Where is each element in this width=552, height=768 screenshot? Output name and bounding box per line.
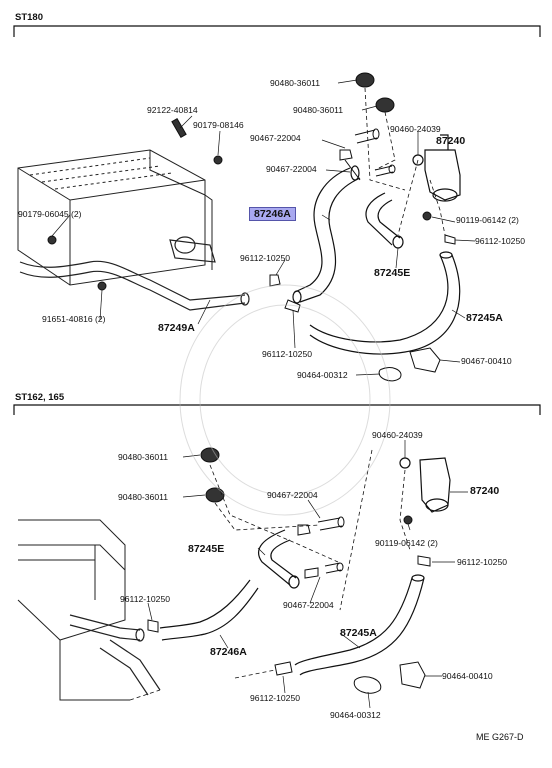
- part-label-90480-36011[interactable]: 90480-36011: [118, 492, 169, 502]
- part-label-90179-08146[interactable]: 90179-08146: [193, 120, 244, 130]
- lower-grommets: [200, 447, 225, 503]
- part-label-90460-24039[interactable]: 90460-24039: [372, 430, 423, 440]
- lower-heater-core: [17, 519, 130, 701]
- part-label-96112-10250[interactable]: 96112-10250: [120, 594, 171, 604]
- part-label-96112-10250[interactable]: 96112-10250: [457, 557, 508, 567]
- lower-leaders: [147, 440, 468, 709]
- part-label-96112-10250[interactable]: 96112-10250: [250, 693, 301, 703]
- part-label-87240[interactable]: 87240: [436, 135, 466, 147]
- section-title-st162-165: ST162, 165: [15, 392, 65, 403]
- upper-valve-87240: [412, 134, 461, 202]
- part-label-96112-10250[interactable]: 96112-10250: [475, 236, 526, 246]
- lower-valve-87240: [399, 457, 451, 513]
- part-label-90460-24039[interactable]: 90460-24039: [390, 124, 441, 134]
- part-label-90467-00410[interactable]: 90467-00410: [461, 356, 512, 366]
- part-label-87246a[interactable]: 87246A: [210, 646, 247, 658]
- watermark-seal: [179, 284, 391, 516]
- lower-dashed-links: [129, 449, 411, 701]
- part-label-90467-22004[interactable]: 90467-22004: [266, 164, 317, 174]
- diagram-code: ME G267-D: [476, 732, 524, 742]
- part-label-90480-36011[interactable]: 90480-36011: [293, 105, 344, 115]
- upper-hose-87245a: [309, 251, 461, 355]
- part-label-90119-06142[interactable]: 90119-06142 (2): [375, 538, 438, 548]
- part-label-87249a[interactable]: 87249A: [158, 322, 195, 334]
- upper-grommets: [355, 72, 395, 113]
- part-label-90467-22004[interactable]: 90467-22004: [267, 490, 318, 500]
- part-label-90467-22004[interactable]: 90467-22004: [283, 600, 334, 610]
- part-label-90480-36011[interactable]: 90480-36011: [270, 78, 321, 88]
- part-label-87245e[interactable]: 87245E: [374, 267, 411, 279]
- upper-small-parts: [269, 128, 456, 382]
- part-label-96112-10250[interactable]: 96112-10250: [262, 349, 313, 359]
- section-title-st180: ST180: [15, 12, 43, 23]
- upper-leaders: [51, 79, 476, 376]
- part-label-90467-22004[interactable]: 90467-22004: [250, 133, 301, 143]
- lower-frame: [13, 404, 541, 415]
- lower-hose-87245a: [294, 574, 425, 676]
- upper-dashed-links: [364, 87, 446, 236]
- lower-hose-87246a: [159, 579, 259, 641]
- part-label-90464-00312[interactable]: 90464-00312: [330, 710, 381, 720]
- part-label-90179-06045[interactable]: 90179-06045 (2): [18, 209, 82, 219]
- part-label-87246a-highlighted[interactable]: 87246A: [249, 207, 296, 221]
- part-label-90464-00410[interactable]: 90464-00410: [442, 671, 493, 681]
- part-label-90480-36011[interactable]: 90480-36011: [118, 452, 169, 462]
- part-label-90119-06142[interactable]: 90119-06142 (2): [456, 215, 519, 225]
- part-label-87245a[interactable]: 87245A: [466, 312, 503, 324]
- upper-heater-core: [17, 149, 213, 286]
- part-label-92122-40814[interactable]: 92122-40814: [147, 105, 198, 115]
- lower-hose-87245e: [257, 529, 300, 589]
- upper-hose-87245e: [365, 192, 404, 249]
- upper-pipe-87249a: [19, 236, 250, 311]
- part-label-90464-00312[interactable]: 90464-00312: [297, 370, 348, 380]
- part-label-87245a[interactable]: 87245A: [340, 627, 377, 639]
- lower-small-parts: [147, 515, 431, 694]
- upper-hose-87246a: [292, 165, 361, 304]
- part-label-96112-10250[interactable]: 96112-10250: [240, 253, 291, 263]
- part-label-87240[interactable]: 87240: [470, 485, 500, 497]
- lower-pipe: [69, 614, 161, 696]
- part-label-91651-40816[interactable]: 91651-40816 (2): [42, 314, 106, 324]
- part-label-87245e[interactable]: 87245E: [188, 543, 225, 555]
- upper-frame: [13, 25, 541, 37]
